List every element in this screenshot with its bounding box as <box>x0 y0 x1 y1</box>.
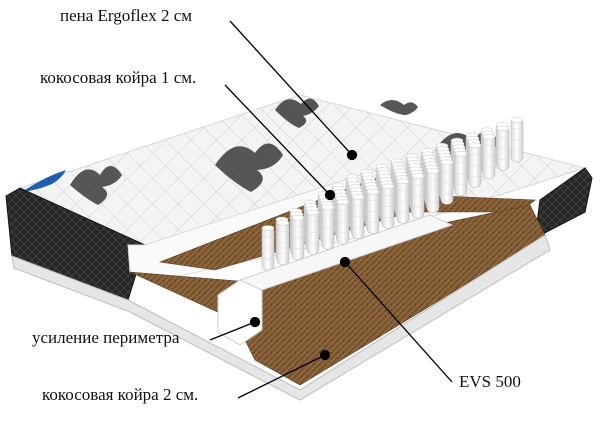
brand-logo <box>22 170 66 192</box>
callout-line-perimeter <box>209 321 256 341</box>
callout-line-coir-bottom <box>237 354 326 399</box>
callout-line-foam <box>229 20 353 156</box>
perimeter-reinforcement <box>217 214 454 346</box>
label-coir-bottom: кокосовая койра 2 см. <box>42 385 199 404</box>
callout-dot-coir-top <box>324 189 336 201</box>
pocket-spring <box>454 151 468 197</box>
pocket-spring <box>351 194 365 240</box>
callout-dot-foam <box>346 149 358 161</box>
pocket-spring <box>306 209 320 255</box>
label-foam: пена Ergoflex 2 см <box>60 6 193 25</box>
pocket-spring <box>468 142 482 188</box>
label-coir-top: кокосовая койра 1 см. <box>40 68 197 87</box>
pocket-spring <box>366 188 380 234</box>
callout-dot-perimeter <box>249 316 261 328</box>
pocket-spring <box>396 178 410 224</box>
callout-lines <box>209 20 453 399</box>
mattress-base <box>11 234 551 401</box>
pocket-spring <box>510 117 524 163</box>
callout-line-springs <box>344 261 453 383</box>
pocket-spring <box>482 134 496 180</box>
spring-block <box>261 117 524 271</box>
pocket-spring <box>440 159 454 205</box>
pocket-spring <box>291 214 305 260</box>
pocket-spring <box>496 125 510 171</box>
pocket-spring <box>411 173 425 219</box>
pocket-spring <box>261 225 275 271</box>
pocket-spring <box>321 204 335 250</box>
pocket-spring <box>426 168 440 214</box>
callout-dot-coir-bottom <box>319 349 331 361</box>
pocket-spring <box>276 220 290 266</box>
label-springs: EVS 500 <box>459 372 521 391</box>
pocket-spring <box>336 199 350 245</box>
callout-dot-springs <box>339 256 351 268</box>
mattress-side-band-right <box>534 167 593 239</box>
pocket-spring <box>381 183 395 229</box>
callout-line-coir-top <box>224 84 331 196</box>
label-perimeter: усиление периметра <box>32 328 180 347</box>
